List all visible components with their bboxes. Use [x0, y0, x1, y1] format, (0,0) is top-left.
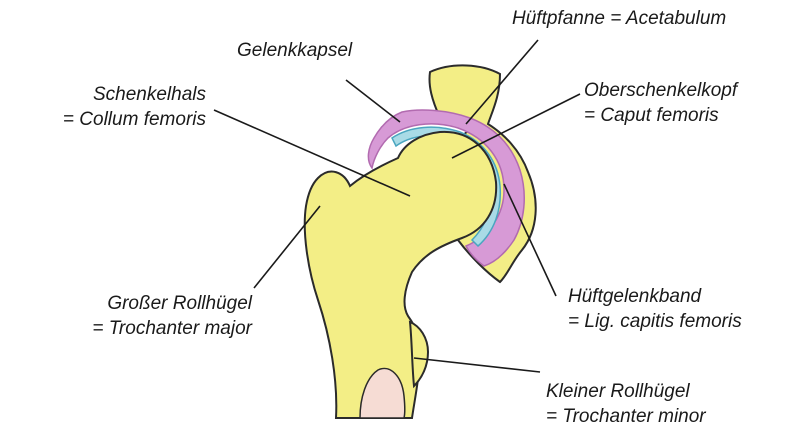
leader-trochanter-minor [414, 358, 540, 372]
label-trochanter-major-line1: Großer Rollhügel [20, 291, 252, 316]
label-capsule: Gelenkkapsel [237, 38, 352, 63]
label-trochanter-major-line2: = Trochanter major [20, 316, 252, 341]
label-trochanter-major: Großer Rollhügel = Trochanter major [20, 291, 252, 341]
label-ligament-line1: Hüftgelenkband [568, 284, 742, 309]
label-head: Oberschenkelkopf = Caput femoris [584, 78, 737, 128]
label-neck: Schenkelhals = Collum femoris [6, 82, 206, 132]
label-neck-line2: = Collum femoris [6, 107, 206, 132]
label-trochanter-minor: Kleiner Rollhügel = Trochanter minor [546, 379, 706, 429]
label-ligament: Hüftgelenkband = Lig. capitis femoris [568, 284, 742, 334]
label-acetabulum-line1: Hüftpfanne = Acetabulum [512, 6, 726, 31]
label-trochanter-minor-line1: Kleiner Rollhügel [546, 379, 706, 404]
label-head-line1: Oberschenkelkopf [584, 78, 737, 103]
femur-bone [305, 132, 496, 418]
lesser-trochanter [410, 322, 428, 386]
label-head-line2: = Caput femoris [584, 103, 737, 128]
label-capsule-line1: Gelenkkapsel [237, 38, 352, 63]
label-acetabulum: Hüftpfanne = Acetabulum [512, 6, 726, 31]
label-trochanter-minor-line2: = Trochanter minor [546, 404, 706, 429]
label-neck-line1: Schenkelhals [6, 82, 206, 107]
label-ligament-line2: = Lig. capitis femoris [568, 309, 742, 334]
leader-capsule [346, 80, 400, 122]
leader-neck [214, 110, 410, 196]
